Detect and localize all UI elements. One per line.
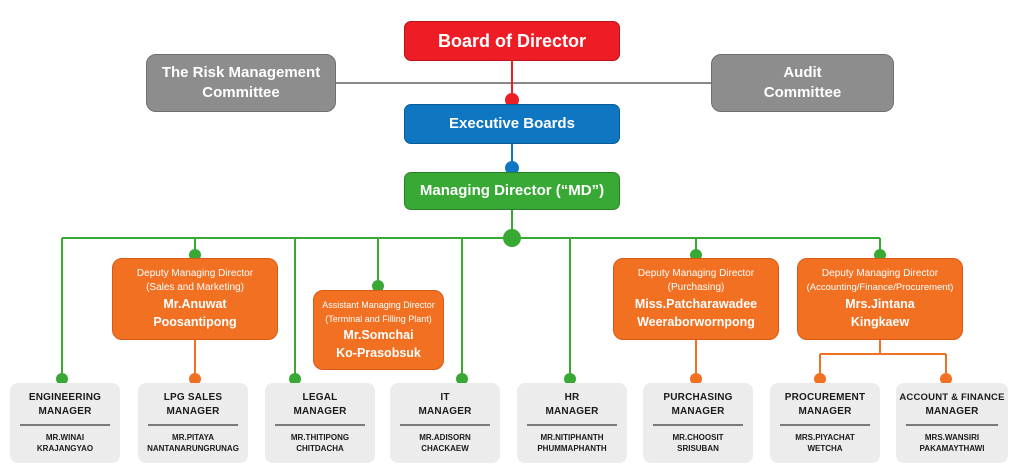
manager-box-purchasing: PURCHASING MANAGER MR.CHOOSIT SRISUBAN	[643, 383, 753, 463]
audit-line2: Committee	[763, 84, 842, 101]
manager-title2: MANAGER	[166, 406, 220, 417]
dot-engineering	[56, 373, 68, 385]
dmd-sales-name1: Mr.Anuwat	[163, 297, 227, 311]
amd-role1: Assistant Managing Director	[322, 300, 435, 310]
manager-title2: MANAGER	[671, 406, 725, 417]
dmd-sales-box: Deputy Managing Director (Sales and Mark…	[112, 258, 278, 340]
manager-name1: MR.ADISORN	[419, 433, 471, 442]
manager-title1: LPG SALES	[163, 392, 223, 403]
risk-line2: Committee	[202, 84, 280, 101]
dot-md	[503, 229, 521, 247]
manager-title1: PURCHASING	[663, 392, 733, 403]
manager-title2: MANAGER	[38, 406, 92, 417]
manager-name1: MR.THITIPONG	[290, 433, 350, 442]
manager-name2: NANTANARUNGRUNAG	[147, 444, 239, 453]
executive-boards-box: Executive Boards	[404, 104, 620, 144]
manager-title1: HR	[564, 392, 580, 403]
dot-procurement	[814, 373, 826, 385]
dmd-accounting-role2: (Accounting/Finance/Procurement)	[806, 282, 954, 293]
manager-name1: MR.CHOOSIT	[672, 433, 724, 442]
dmd-accounting-role1: Deputy Managing Director	[821, 268, 939, 279]
manager-box-legal: LEGAL MANAGER MR.THITIPONG CHITDACHA	[265, 383, 375, 463]
manager-title1: LEGAL	[302, 392, 338, 403]
manager-divider	[779, 424, 871, 426]
manager-title2: MANAGER	[925, 406, 979, 417]
board-title: Board of Director	[437, 31, 587, 51]
dmd-accounting-box: Deputy Managing Director (Accounting/Fin…	[797, 258, 963, 340]
manager-box-procurement: PROCUREMENT MANAGER MRS.PIYACHAT WETCHA	[770, 383, 880, 463]
dmd-purchasing-name2: Weeraborwornpong	[637, 315, 755, 329]
dot-purchasing	[690, 373, 702, 385]
executive-title: Executive Boards	[449, 115, 575, 132]
manager-box-hr: HR MANAGER MR.NITIPHANTH PHUMMAPHANTH	[517, 383, 627, 463]
dot-executive	[505, 161, 519, 175]
manager-title2: MANAGER	[545, 406, 599, 417]
amd-name1: Mr.Somchai	[343, 328, 414, 342]
audit-line1: Audit	[783, 64, 822, 81]
dmd-sales-role1: Deputy Managing Director	[136, 268, 254, 279]
manager-name1: MR.PITAYA	[172, 433, 214, 442]
dot-amd-terminal	[372, 280, 384, 292]
manager-title2: MANAGER	[418, 406, 472, 417]
manager-title2: MANAGER	[293, 406, 347, 417]
manager-name2: WETCHA	[807, 444, 843, 453]
manager-divider	[19, 424, 111, 426]
amd-terminal-box: Assistant Managing Director (Terminal an…	[313, 290, 444, 370]
dmd-purchasing-name1: Miss.Patcharawadee	[634, 297, 758, 311]
dmd-accounting-name2: Kingkaew	[850, 315, 910, 329]
md-title: Managing Director (“MD”)	[419, 182, 605, 199]
manager-title1: PROCUREMENT	[784, 392, 866, 403]
audit-committee-box: Audit Committee	[711, 54, 894, 112]
risk-line1: The Risk Management	[161, 64, 321, 81]
manager-divider	[399, 424, 491, 426]
manager-name2: CHACKAEW	[421, 444, 469, 453]
dot-board	[505, 93, 519, 107]
dot-it	[456, 373, 468, 385]
amd-name2: Ko-Prasobsuk	[336, 346, 421, 360]
manager-name2: PAKAMAYTHAWI	[919, 444, 985, 453]
manager-box-engineering: ENGINEERING MANAGER MR.WINAI KRAJANGYAO	[10, 383, 120, 463]
manager-name2: SRISUBAN	[677, 444, 719, 453]
manager-name1: MRS.WANSIRI	[924, 433, 980, 442]
dmd-accounting-name1: Mrs.Jintana	[845, 297, 915, 311]
manager-divider	[147, 424, 239, 426]
manager-title1: ENGINEERING	[28, 392, 102, 403]
manager-name1: MRS.PIYACHAT	[795, 433, 855, 442]
manager-divider	[906, 424, 998, 426]
manager-name1: MR.NITIPHANTH	[540, 433, 604, 442]
dmd-purchasing-box: Deputy Managing Director (Purchasing) Mi…	[613, 258, 779, 340]
dmd-purchasing-role1: Deputy Managing Director	[637, 268, 755, 279]
manager-box-lpg-sales: LPG SALES MANAGER MR.PITAYA NANTANARUNGR…	[138, 383, 248, 463]
dot-hr	[564, 373, 576, 385]
manager-divider	[526, 424, 618, 426]
managing-director-box: Managing Director (“MD”)	[404, 172, 620, 210]
manager-box-it: IT MANAGER MR.ADISORN CHACKAEW	[390, 383, 500, 463]
dmd-sales-name2: Poosantipong	[153, 315, 237, 329]
manager-name2: KRAJANGYAO	[36, 444, 94, 453]
manager-title1: IT	[440, 392, 450, 403]
manager-name1: MR.WINAI	[45, 433, 85, 442]
risk-committee-box: The Risk Management Committee	[146, 54, 336, 112]
manager-divider	[652, 424, 744, 426]
manager-title2: MANAGER	[798, 406, 852, 417]
board-of-director-box: Board of Director	[404, 21, 620, 61]
manager-name2: CHITDACHA	[296, 444, 344, 453]
dot-legal	[289, 373, 301, 385]
manager-divider	[274, 424, 366, 426]
dmd-sales-role2: (Sales and Marketing)	[146, 282, 244, 293]
manager-box-account-finance: ACCOUNT & FINANCE MANAGER MRS.WANSIRI PA…	[896, 383, 1008, 463]
amd-role2: (Terminal and Filling Plant)	[325, 314, 432, 324]
dmd-purchasing-role2: (Purchasing)	[667, 282, 725, 293]
manager-title1: ACCOUNT & FINANCE	[899, 392, 1005, 403]
dot-lpg	[189, 373, 201, 385]
manager-name2: PHUMMAPHANTH	[537, 444, 607, 453]
dot-account-finance	[940, 373, 952, 385]
